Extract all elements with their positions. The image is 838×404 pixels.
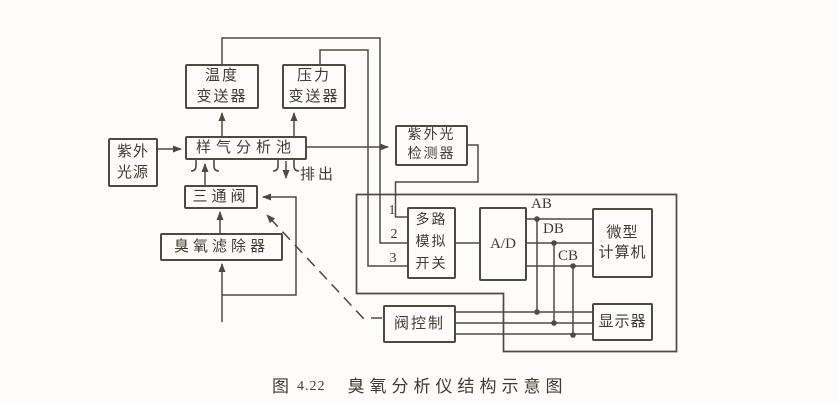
caption-figure-word: 图	[272, 377, 291, 396]
mux-channel-1-label: 1	[388, 203, 396, 218]
bus-junction-dots	[534, 216, 576, 338]
temp-transmitter-label: 温度 变送器	[196, 68, 248, 105]
ozone-filter-label: 臭氧滤除器	[173, 238, 269, 255]
data-bus-label: DB	[543, 221, 564, 237]
pressure-transmitter-box: 压力 变送器	[282, 64, 346, 109]
microcomputer-box: 微型 计算机	[592, 208, 653, 278]
uv-source-box: 紫外 光源	[108, 138, 158, 187]
adc-box: A/D	[479, 207, 527, 281]
exhaust-label: 排出	[300, 167, 337, 183]
adc-label: A/D	[490, 235, 516, 252]
display-box: 显示器	[592, 303, 653, 341]
caption-figure-number: 4.22	[297, 379, 326, 394]
sample-cell-box: 样气分析池	[185, 136, 307, 160]
display-label: 显示器	[598, 313, 647, 330]
valve-control-box: 阀控制	[383, 305, 456, 343]
three-way-valve-label: 三通阀	[192, 188, 250, 205]
uv-detector-label: 紫外光 检测器	[407, 127, 456, 162]
microcomputer-label: 微型 计算机	[598, 224, 647, 261]
mux-channel-3-label: 3	[389, 251, 397, 266]
sample-cell-label: 样气分析池	[195, 139, 296, 156]
mux-label: 多路 模拟 开关	[415, 213, 448, 272]
three-way-valve-box: 三通阀	[184, 185, 258, 209]
figure-caption: 图 4.22 臭氧分析仪结构示意图	[272, 372, 568, 397]
electronics-enclosure-outline	[355, 193, 678, 353]
bus-lines	[526, 218, 592, 335]
pipe-fittings	[190, 159, 300, 172]
address-bus-label: AB	[531, 196, 552, 212]
dashed-control-line-arrow	[266, 214, 382, 319]
temp-transmitter-box: 温度 变送器	[185, 64, 259, 109]
pressure-transmitter-label: 压力 变送器	[288, 68, 340, 105]
uv-source-label: 紫外 光源	[116, 144, 149, 181]
valve-control-display-lines	[455, 311, 592, 335]
detector-to-mux-line	[394, 144, 479, 218]
control-bus-label: CB	[558, 248, 579, 264]
valve-control-label: 阀控制	[393, 315, 445, 332]
pressure-to-mux-line	[319, 49, 407, 267]
mux-box: 多路 模拟 开关	[407, 207, 456, 279]
mux-channel-2-label: 2	[390, 227, 398, 242]
ozone-filter-box: 臭氧滤除器	[160, 233, 283, 261]
caption-title: 臭氧分析仪结构示意图	[347, 377, 568, 396]
temp-to-mux-line	[221, 37, 407, 244]
uv-detector-box: 紫外光 检测器	[395, 125, 468, 166]
